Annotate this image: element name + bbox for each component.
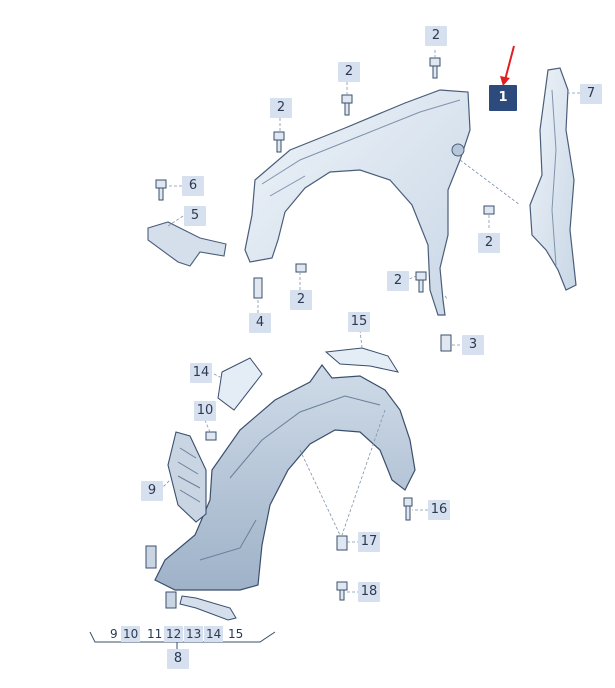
- callout-part-5[interactable]: 5: [184, 206, 206, 226]
- row-label-12[interactable]: 12: [164, 626, 184, 642]
- callout-part-15[interactable]: 15: [348, 312, 370, 332]
- row-label-10[interactable]: 10: [121, 626, 141, 642]
- callout-part-2-top[interactable]: 2: [425, 26, 447, 46]
- row-label-15[interactable]: 15: [228, 627, 244, 641]
- vent-grille-part[interactable]: [167, 431, 207, 523]
- callout-group-8[interactable]: 8: [167, 649, 189, 669]
- callout-part-3[interactable]: 3: [462, 335, 484, 355]
- pad-15-part[interactable]: [324, 347, 400, 373]
- group-bracket-8: [89, 631, 276, 650]
- selection-arrow: [500, 45, 515, 86]
- row-label-9[interactable]: 9: [110, 627, 118, 641]
- callout-part-2-left[interactable]: 2: [270, 98, 292, 118]
- row-label-13[interactable]: 13: [184, 626, 204, 642]
- callout-part-18[interactable]: 18: [358, 582, 380, 602]
- callout-part-10[interactable]: 10: [194, 401, 216, 421]
- row-label-14[interactable]: 14: [204, 626, 224, 642]
- row-label-11[interactable]: 11: [147, 627, 163, 641]
- small-parts-group[interactable]: [145, 545, 237, 621]
- callout-part-7[interactable]: 7: [580, 84, 602, 104]
- wheel-arch-liner-part[interactable]: [154, 363, 416, 591]
- callout-part-2-lower[interactable]: 2: [387, 271, 409, 291]
- callout-part-14[interactable]: 14: [190, 363, 212, 383]
- pad-14-part[interactable]: [217, 357, 263, 411]
- callout-part-9[interactable]: 9: [141, 481, 163, 501]
- support-bracket-part[interactable]: [147, 221, 227, 267]
- callout-part-17[interactable]: 17: [358, 532, 380, 552]
- leader-lines: [159, 50, 580, 593]
- callout-part-2-bottom[interactable]: 2: [290, 290, 312, 310]
- callout-part-16[interactable]: 16: [428, 500, 450, 520]
- fender-part[interactable]: [244, 89, 471, 316]
- callout-part-2-right[interactable]: 2: [478, 233, 500, 253]
- callout-part-1[interactable]: 1: [489, 85, 517, 111]
- callout-part-6[interactable]: 6: [182, 176, 204, 196]
- callout-part-4[interactable]: 4: [249, 313, 271, 333]
- side-bracket-part[interactable]: [529, 67, 577, 291]
- callout-part-2-mid[interactable]: 2: [338, 62, 360, 82]
